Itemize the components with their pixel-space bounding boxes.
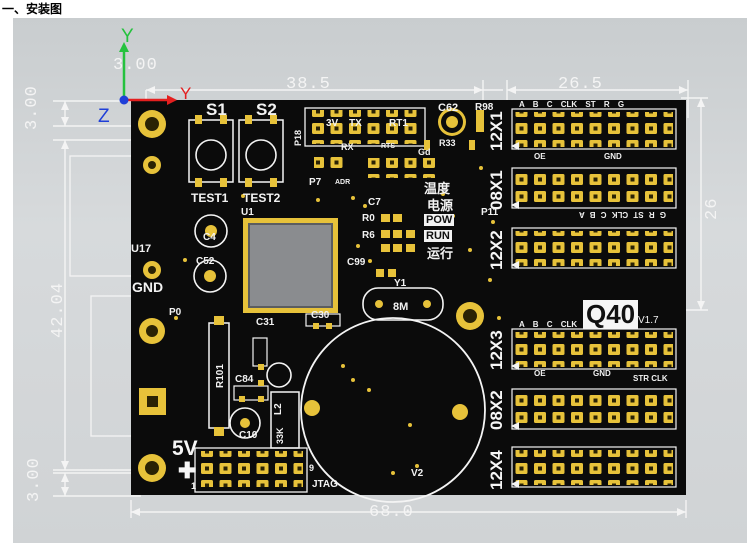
label-s2: S2 — [256, 100, 277, 119]
label-p0: P0 — [169, 307, 182, 318]
dim-left-top: 3.00 — [23, 85, 42, 130]
dim-bottom: 68.0 — [369, 503, 414, 522]
label-r98: R98 — [475, 102, 494, 113]
battery-outline — [300, 317, 486, 503]
label-y1: Y1 — [394, 278, 407, 289]
axis-indicator — [119, 42, 177, 105]
label-p18: P18 — [293, 129, 303, 146]
dim-left-bottom: 3.00 — [25, 457, 44, 502]
label-rx: RX — [341, 142, 354, 152]
axis-x-label: Y — [180, 84, 192, 103]
push-buttons — [188, 115, 284, 187]
label-run: RUN — [424, 230, 452, 242]
label-c4: C4 — [203, 232, 216, 243]
model-label: Q40 — [583, 300, 639, 329]
version-label: V1.7 — [638, 315, 659, 326]
label-hub-12x4: 12X4 — [487, 450, 506, 490]
label-c7: C7 — [368, 197, 381, 208]
label-c52: C52 — [196, 256, 215, 267]
axis-z-label: Z — [98, 106, 110, 127]
label-hdr-rev: G R ST CLK C B A — [579, 210, 667, 219]
label-pow: POW — [424, 214, 455, 226]
label-c62: C62 — [438, 102, 459, 114]
label-5v: 5V — [172, 437, 198, 460]
label-hdr-top: A B C CLK ST R G — [519, 100, 625, 109]
label-r6: R6 — [362, 230, 375, 241]
label-s1: S1 — [206, 100, 227, 119]
dim-right-side: 26 — [703, 197, 722, 220]
dim-top-span: 38.5 — [286, 75, 331, 94]
label-c84: C84 — [235, 374, 254, 385]
label-gnd: GND — [132, 279, 164, 295]
label-p11: P11 — [481, 207, 499, 218]
label-hub-08x1: 08X1 — [487, 170, 506, 210]
label-r0: R0 — [362, 213, 375, 224]
label-c99: C99 — [347, 257, 366, 268]
label-hdr-gnd: GND — [604, 152, 622, 161]
label-pin9: 9 — [309, 463, 315, 473]
label-v2: V2 — [411, 468, 424, 479]
plus-icon: ✚ — [178, 458, 197, 483]
label-tx: TX — [349, 118, 362, 129]
label-test1: TEST1 — [191, 191, 229, 205]
label-wendu: 温度 — [424, 182, 451, 197]
dimension-lines — [53, 80, 708, 518]
label-33k: 33K — [275, 427, 285, 444]
label-jtag: JTAG — [312, 479, 338, 490]
installation-diagram: 3.00 38.5 26.5 3.00 42.04 3.00 26 68.0 Y… — [13, 18, 747, 543]
label-hdr-mid: A B C CLK ST R G — [519, 320, 625, 329]
label-l2: L2 — [273, 403, 284, 415]
label-rt1: RT1 — [389, 118, 408, 129]
label-8m: 8M — [393, 301, 409, 313]
label-test2: TEST2 — [243, 191, 281, 205]
label-hub-12x3: 12X3 — [487, 330, 506, 370]
pcb-drawing — [53, 42, 708, 518]
label-hdr-strclk: STR CLK — [633, 374, 668, 383]
section-heading: 一、安装图 — [2, 2, 63, 16]
dim-top-left: 3.00 — [113, 56, 158, 75]
label-rts: RTS — [381, 143, 395, 150]
label-hub-12x2: 12X2 — [487, 230, 506, 270]
mounting-holes — [138, 110, 484, 482]
label-hdr-gnd2: GND — [593, 369, 611, 378]
label-3v: 3V — [326, 118, 339, 129]
label-r33: R33 — [439, 138, 456, 148]
mcu-chip — [243, 218, 338, 313]
label-hub-08x2: 08X2 — [487, 390, 506, 430]
label-hdr-oe: OE — [534, 152, 546, 161]
dimension-arrows — [61, 86, 705, 516]
dim-top-right: 26.5 — [558, 75, 603, 94]
label-gd: Gd — [418, 147, 431, 157]
label-yunxing: 运行 — [427, 247, 454, 262]
label-hdr-oe2: OE — [534, 369, 546, 378]
dim-left-mid: 42.04 — [49, 281, 68, 338]
label-c10: C10 — [239, 430, 258, 441]
axis-y-label: Y — [121, 26, 134, 47]
label-pin1: 1 — [191, 481, 197, 491]
label-c31: C31 — [256, 317, 275, 328]
label-dianyuan: 电源 — [427, 199, 454, 214]
label-u1: U1 — [241, 207, 254, 218]
label-adr: ADR — [335, 179, 351, 186]
label-u17: U17 — [131, 243, 152, 255]
label-c30: C30 — [311, 310, 330, 321]
label-r101: R101 — [215, 364, 226, 388]
label-p7: P7 — [309, 177, 322, 188]
hub-connectors — [511, 108, 677, 488]
label-hub-12x1: 12X1 — [487, 111, 506, 151]
